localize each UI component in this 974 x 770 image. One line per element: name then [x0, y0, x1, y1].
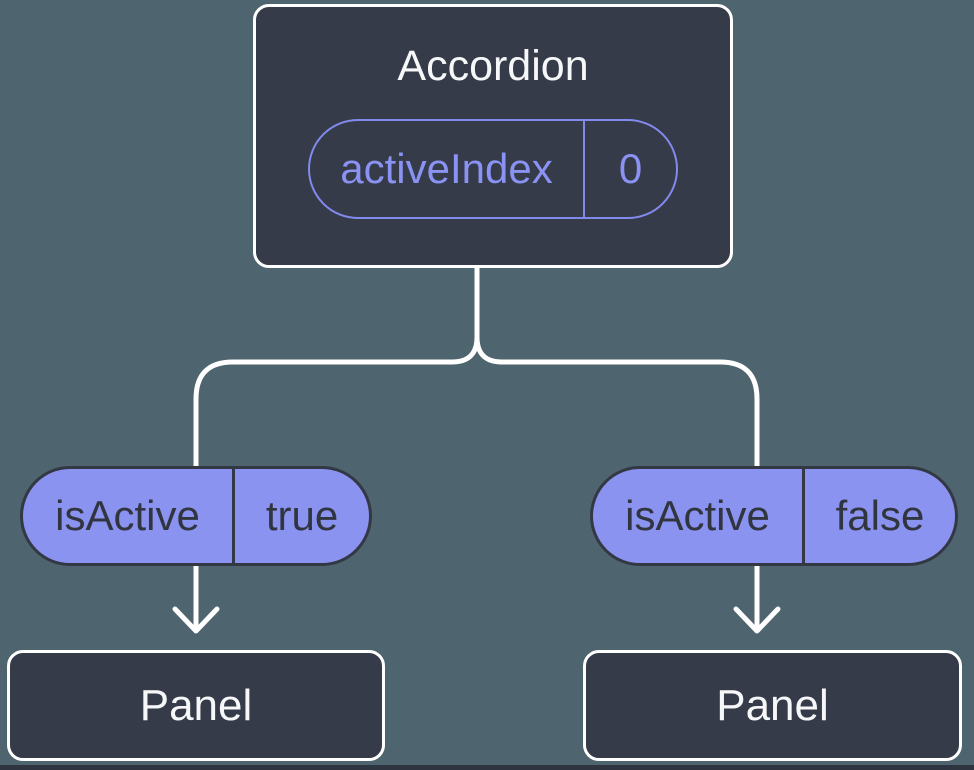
accordion-node: Accordion activeIndex 0 — [253, 4, 733, 268]
state-pill-isactive-false: isActive false — [590, 466, 958, 566]
state-name: isActive — [23, 469, 235, 563]
arrowhead-left — [172, 606, 220, 634]
connector-left-branch — [193, 263, 480, 631]
panel-title: Panel — [139, 680, 253, 730]
prop-name: activeIndex — [310, 121, 585, 217]
state-value: true — [265, 492, 339, 539]
state-pill-isactive-true: isActive true — [20, 466, 372, 566]
state-name: isActive — [593, 469, 805, 563]
panel-title: Panel — [716, 680, 829, 730]
accordion-title: Accordion — [397, 42, 589, 90]
panel-node-left: Panel — [7, 650, 385, 761]
prop-value: 0 — [618, 145, 643, 192]
prop-pill-activeindex: activeIndex 0 — [308, 119, 678, 219]
panel-node-right: Panel — [583, 650, 962, 761]
state-value: false — [835, 492, 925, 539]
bottom-cutoff-bar — [0, 765, 974, 770]
arrowhead-right — [733, 606, 781, 634]
connector-right-branch — [474, 263, 760, 631]
